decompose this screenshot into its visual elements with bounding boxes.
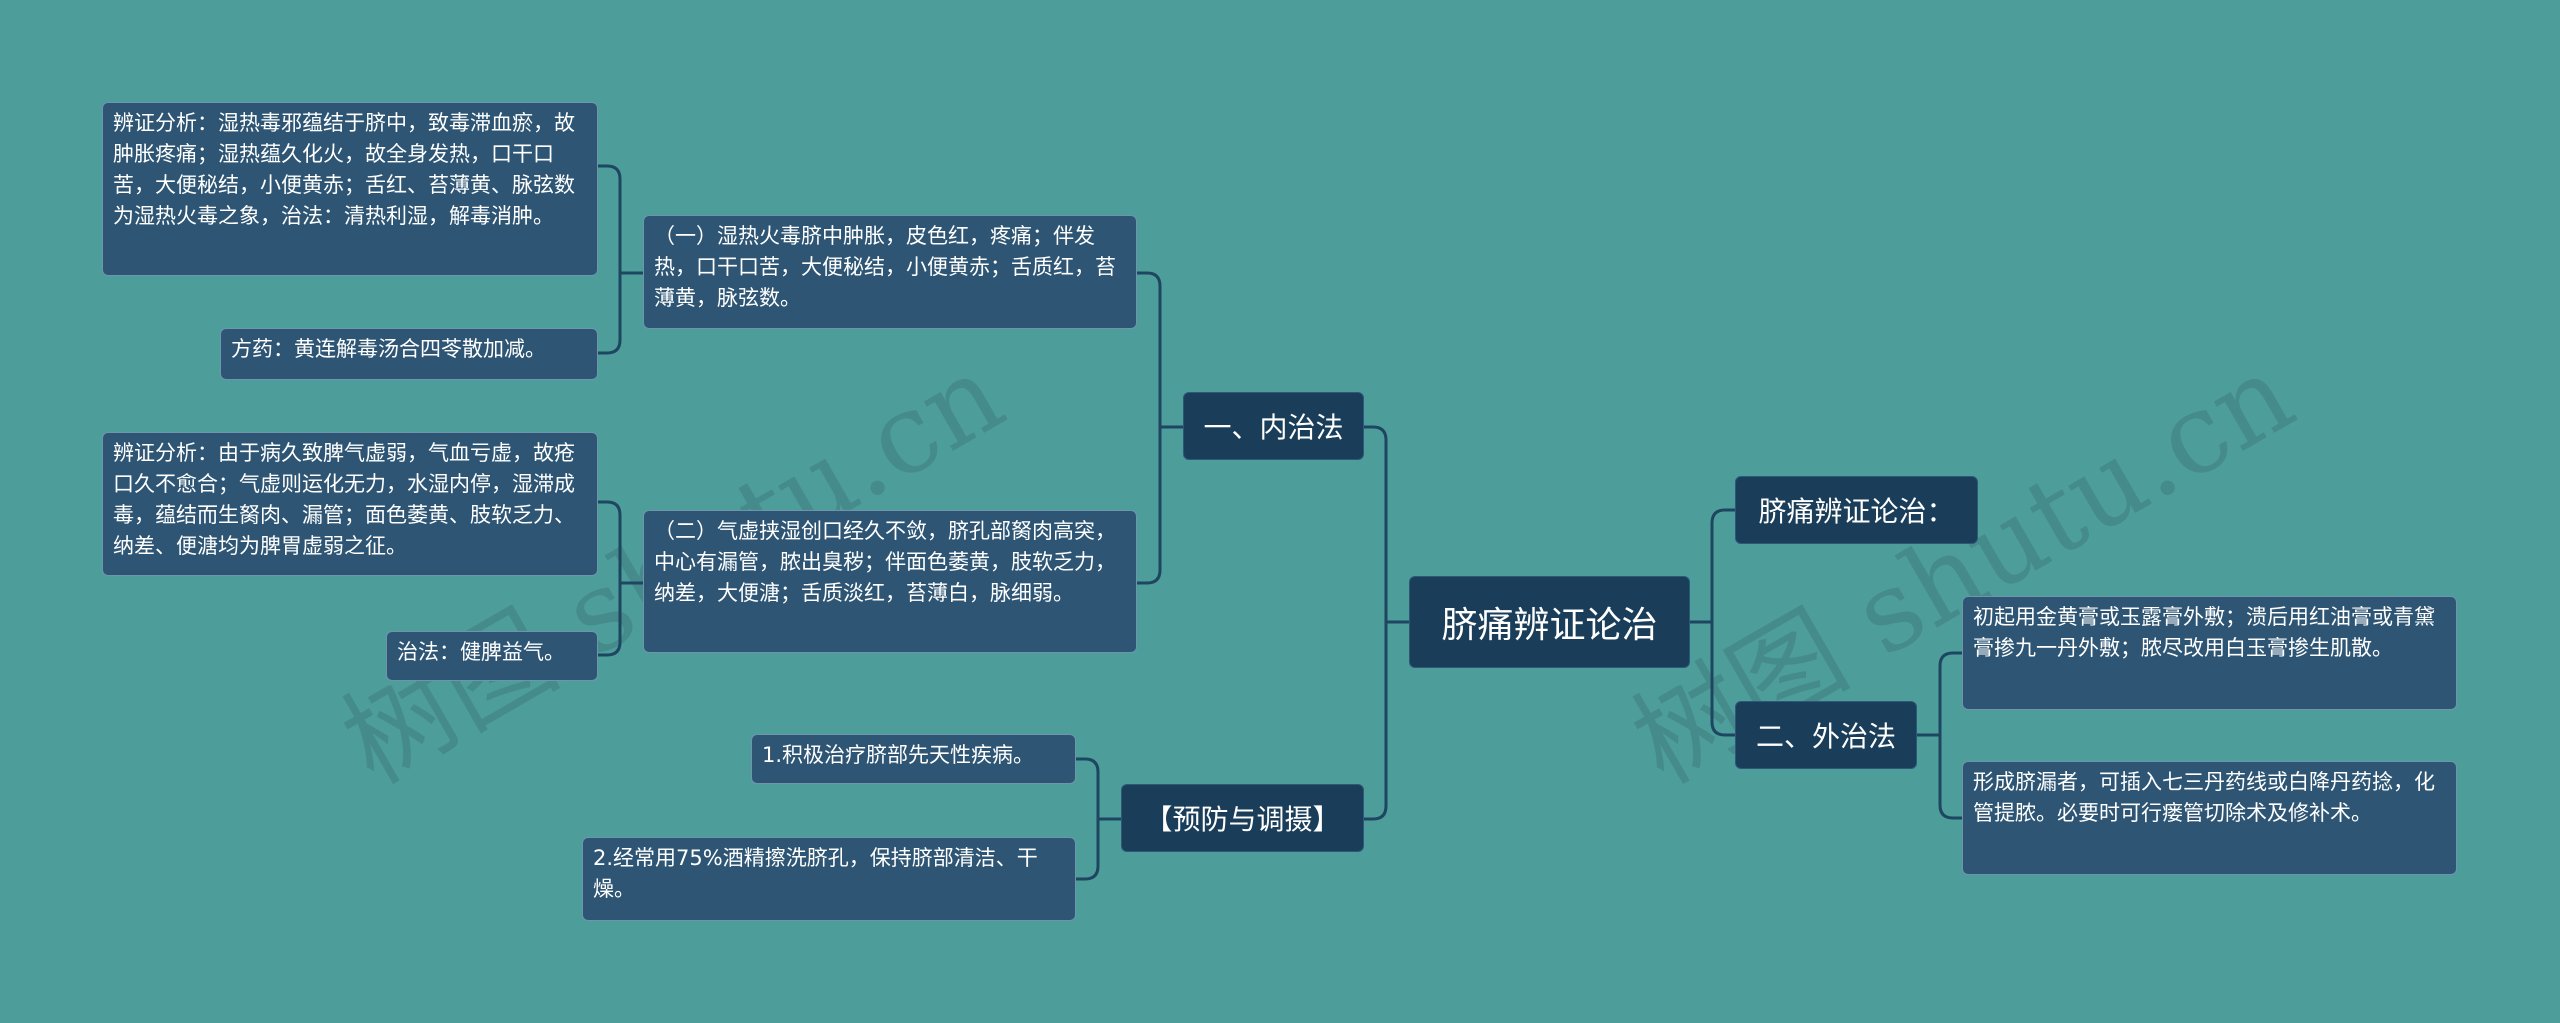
link-prevention-item1	[1074, 757, 1123, 821]
external-item-1[interactable]: 初起用金黄膏或玉露膏外敷；溃后用红油膏或青黛膏掺九一丹外敷；脓尽改用白玉膏掺生肌…	[1962, 596, 2457, 710]
link-center-external	[1688, 620, 1737, 737]
link-center-prevention	[1362, 620, 1411, 821]
link-group2-analysis	[596, 500, 645, 585]
link-group1-analysis	[596, 164, 645, 275]
external-item-2[interactable]: 形成脐漏者，可插入七三丹药线或白降丹药捻，化管提脓。必要时可行瘘管切除术及修补术…	[1962, 761, 2457, 875]
branch-internal-treatment[interactable]: 一、内治法	[1183, 392, 1364, 460]
branch-external-treatment[interactable]: 二、外治法	[1735, 701, 1917, 769]
prevention-item-1[interactable]: 1.积极治疗脐部先天性疾病。	[751, 734, 1076, 784]
link-center-internal	[1362, 425, 1411, 624]
link-center-top	[1688, 508, 1737, 624]
branch-prevention[interactable]: 【预防与调摄】	[1121, 784, 1364, 852]
group1-analysis[interactable]: 辨证分析：湿热毒邪蕴结于脐中，致毒滞血瘀，故肿胀疼痛；湿热蕴久化火，故全身发热，…	[102, 102, 598, 276]
link-external-item1	[1915, 651, 1964, 737]
link-internal-group1	[1135, 271, 1185, 429]
link-prevention-item2	[1074, 817, 1123, 881]
group2-description[interactable]: （二）气虚挟湿创口经久不敛，脐孔部胬肉高突，中心有漏管，脓出臭秽；伴面色萎黄，肢…	[643, 510, 1137, 653]
link-group2-method	[596, 581, 645, 657]
center-topic[interactable]: 脐痛辨证论治	[1409, 576, 1690, 668]
group1-description[interactable]: （一）湿热火毒脐中肿胀，皮色红，疼痛；伴发热，口干口苦，大便秘结，小便黄赤；舌质…	[643, 215, 1137, 329]
link-internal-group2	[1135, 425, 1185, 585]
link-external-item2	[1915, 733, 1964, 820]
group2-method[interactable]: 治法：健脾益气。	[386, 631, 598, 681]
group2-analysis[interactable]: 辨证分析：由于病久致脾气虚弱，气血亏虚，故疮口久不愈合；气虚则运化无力，水湿内停…	[102, 432, 598, 576]
prevention-item-2[interactable]: 2.经常用75%酒精擦洗脐孔，保持脐部清洁、干燥。	[582, 837, 1076, 921]
group1-prescription[interactable]: 方药：黄连解毒汤合四苓散加减。	[220, 328, 598, 380]
branch-diagnosis-title[interactable]: 脐痛辨证论治：	[1735, 476, 1978, 544]
link-group1-prescription	[596, 271, 645, 355]
